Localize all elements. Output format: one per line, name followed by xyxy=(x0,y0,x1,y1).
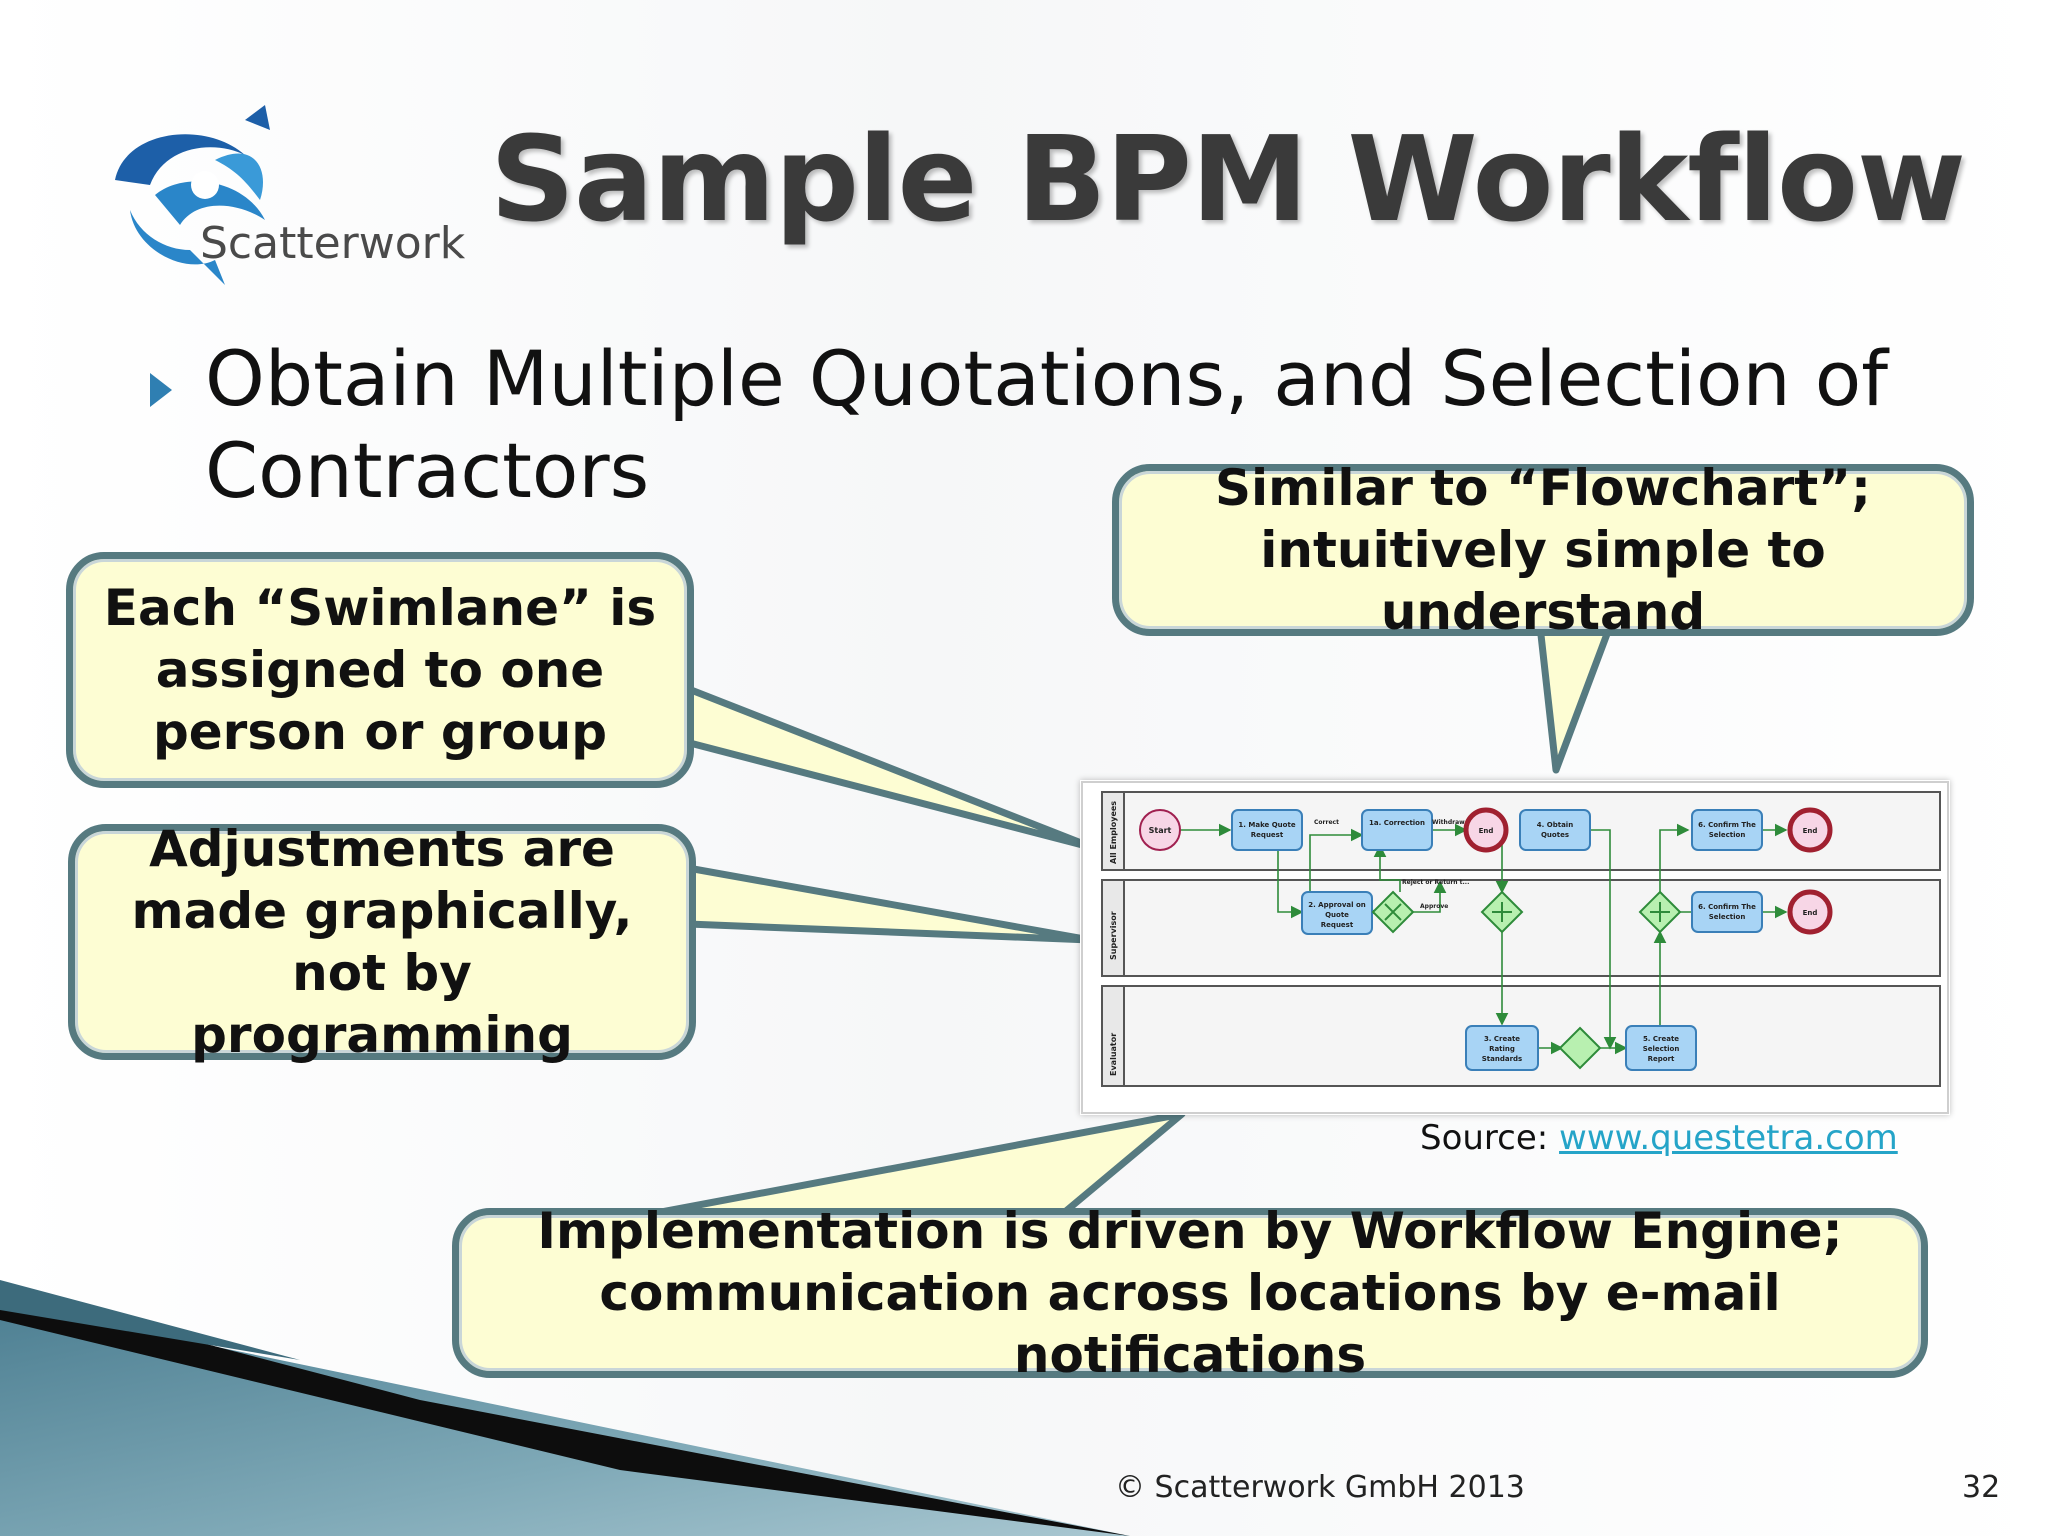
task-correction xyxy=(1361,809,1433,851)
join-gateway xyxy=(1558,1026,1602,1070)
end-event-1-label: End xyxy=(1479,827,1494,835)
task-confirm-selection-1 xyxy=(1691,809,1763,851)
bullet-point: Obtain Multiple Quotations, and Selectio… xyxy=(205,334,1889,515)
task-obtain-quotes xyxy=(1519,809,1591,851)
edge-label-withdraw: Withdraw xyxy=(1432,819,1465,826)
task-create-rating-standards xyxy=(1465,1025,1539,1071)
graphical-callout: Adjustments are made graphically, not by… xyxy=(68,820,696,1064)
edge-label-reject: Reject or Return t... xyxy=(1402,879,1469,886)
engine-callout: Implementation is driven by Workflow Eng… xyxy=(452,1202,1928,1384)
end-event-3-label: End xyxy=(1803,909,1818,917)
edge-label-correct: Correct xyxy=(1314,819,1339,826)
source-link[interactable]: www.questetra.com xyxy=(1559,1118,1898,1158)
lane-label-evaluator: Evaluator xyxy=(1109,1033,1118,1076)
start-event xyxy=(1139,809,1181,851)
edge-label-approve: Approve xyxy=(1420,903,1448,910)
engine-callout-text: Implementation is driven by Workflow Eng… xyxy=(537,1202,1843,1384)
parallel-gateway-2 xyxy=(1638,890,1682,934)
page-number: 32 xyxy=(1962,1470,2001,1505)
footer-copyright: © Scatterwork GmbH 2013 xyxy=(1115,1470,1525,1505)
swimlane-callout: Each “Swimlane” is assigned to one perso… xyxy=(66,552,694,788)
lane-label-supervisor: Supervisor xyxy=(1109,911,1118,960)
flowchart-callout-text: Similar to “Flowchart”; intuitively simp… xyxy=(1214,459,1872,641)
graphical-callout-tail xyxy=(684,864,1094,944)
swimlane-callout-text: Each “Swimlane” is assigned to one perso… xyxy=(103,579,657,761)
corner-decoration xyxy=(0,1280,1130,1536)
end-event-3 xyxy=(1787,889,1833,935)
task-confirm-selection-2 xyxy=(1691,891,1763,933)
swimlane-callout-tail xyxy=(682,684,1098,852)
end-event-2-label: End xyxy=(1803,827,1818,835)
parallel-gateway-1 xyxy=(1480,890,1524,934)
task-create-selection-report xyxy=(1625,1025,1697,1071)
lane-label-all-employees: All Employees xyxy=(1109,801,1118,864)
bullet-arrow-icon xyxy=(150,373,172,407)
source-label: Source: xyxy=(1420,1118,1549,1158)
exclusive-gateway xyxy=(1371,890,1415,934)
slide-title: Sample BPM Workflow xyxy=(490,110,1966,248)
source-credit: Source: www.questetra.com xyxy=(1420,1118,1898,1158)
flowchart-callout: Similar to “Flowchart”; intuitively simp… xyxy=(1112,459,1974,641)
end-event-1 xyxy=(1463,807,1509,853)
logo-swirl-icon xyxy=(115,105,270,285)
task-correction-label: 1a. Correction xyxy=(1369,819,1425,827)
flowchart-callout-tail xyxy=(1536,622,1614,774)
task-make-quote-request xyxy=(1231,809,1303,851)
scatterwork-logo: Scatterwork xyxy=(115,105,465,285)
start-label: Start xyxy=(1149,826,1172,835)
task-approval-quote-request xyxy=(1301,891,1373,935)
end-event-2 xyxy=(1787,807,1833,853)
bpm-workflow-diagram: All Employees Supervisor Evaluator Start… xyxy=(1080,780,1950,1115)
logo-wordmark: Scatterwork xyxy=(200,218,465,269)
graphical-callout-text: Adjustments are made graphically, not by… xyxy=(131,820,633,1064)
